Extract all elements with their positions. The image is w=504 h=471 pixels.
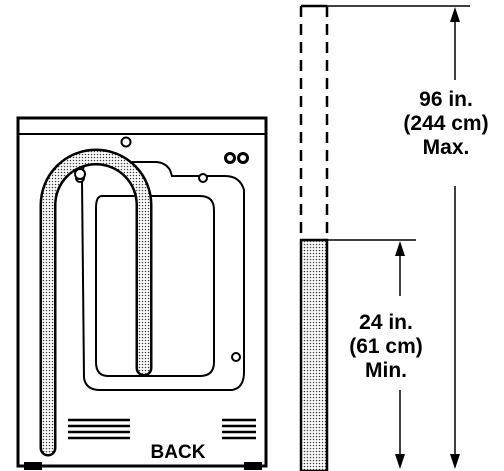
svg-text:(244 cm): (244 cm)	[403, 112, 488, 135]
min-height-dimension	[395, 241, 405, 469]
svg-text:24 in.: 24 in.	[359, 311, 413, 334]
inlet-hole-right	[237, 152, 249, 164]
panel-screw	[198, 173, 208, 183]
hose-clip	[74, 168, 86, 180]
back-access-cover	[95, 195, 215, 377]
max-height-dimension	[450, 7, 460, 469]
drain-hose	[39, 148, 153, 457]
washer-back: BACK	[16, 116, 268, 470]
washer-foot-right	[244, 462, 262, 470]
standpipe	[299, 4, 329, 471]
washer-foot-left	[24, 462, 42, 470]
svg-text:96 in.: 96 in.	[419, 88, 473, 111]
min-height-label: 24 in. (61 cm) Min.	[349, 311, 423, 382]
back-label: BACK	[151, 442, 206, 463]
vent-slots-right	[222, 418, 256, 440]
panel-screw	[231, 352, 241, 362]
svg-text:Min.: Min.	[365, 359, 407, 382]
top-hole	[120, 136, 132, 148]
inlet-hole-left	[224, 152, 236, 164]
max-height-label: 96 in. (244 cm) Max.	[403, 88, 488, 159]
svg-text:(61 cm): (61 cm)	[349, 335, 423, 358]
vent-slots-left	[68, 418, 130, 440]
svg-text:Max.: Max.	[423, 136, 470, 159]
standpipe-minimum	[299, 238, 329, 471]
